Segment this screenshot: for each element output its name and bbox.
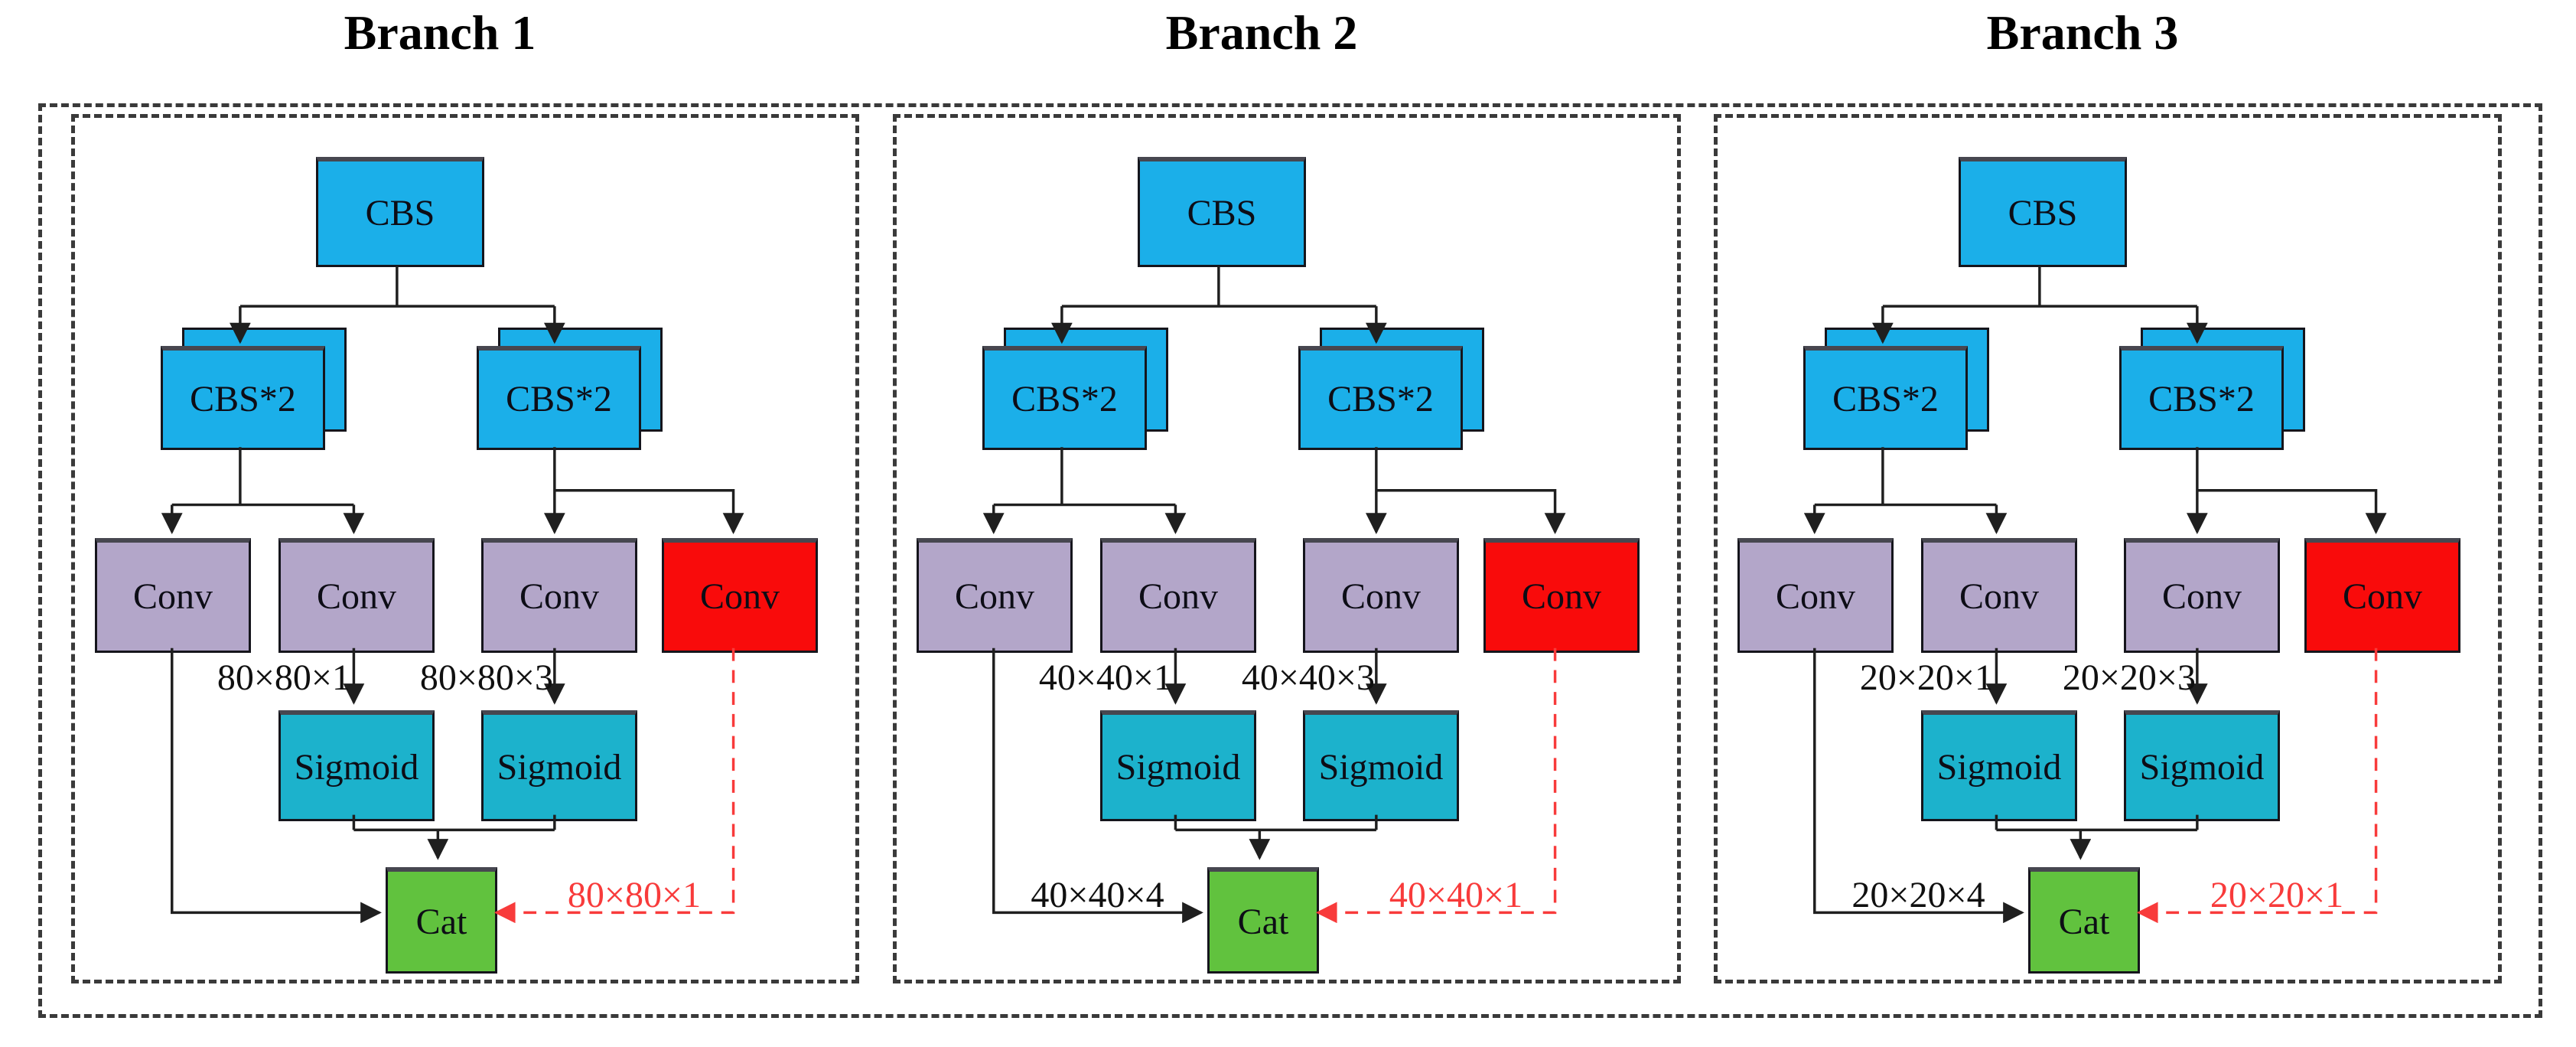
sigmoid-node: Sigmoid xyxy=(1100,710,1256,821)
conv-node: Conv xyxy=(917,538,1073,653)
dim-label-mid-left: 20×20×1 xyxy=(1859,657,1993,698)
branch-1-title: Branch 1 xyxy=(344,5,536,60)
dim-label-cat-right: 40×40×1 xyxy=(1389,875,1523,915)
cat-node: Cat xyxy=(1207,867,1319,974)
conv-red-node: Conv xyxy=(2304,538,2460,653)
cbs2-left-node: CBS*2 xyxy=(1803,346,1968,450)
branch-2-title: Branch 2 xyxy=(1165,5,1358,60)
branch-3-title: Branch 3 xyxy=(1986,5,2179,60)
conv-node: Conv xyxy=(1303,538,1459,653)
dim-label-cat-right: 20×20×1 xyxy=(2210,875,2344,915)
conv-node: Conv xyxy=(1921,538,2077,653)
cbs2-right-node: CBS*2 xyxy=(1298,346,1463,450)
cbs-node: CBS xyxy=(1138,157,1306,267)
cbs2-right-node: CBS*2 xyxy=(477,346,641,450)
conv-node: Conv xyxy=(95,538,251,653)
conv-node: Conv xyxy=(278,538,435,653)
dim-label-mid-right: 20×20×3 xyxy=(2062,657,2196,698)
cbs-node: CBS xyxy=(316,157,484,267)
cbs2-left-node: CBS*2 xyxy=(982,346,1147,450)
branch-3-panel: CBS CBS*2 CBS*2 Conv Conv Conv Conv Sigm… xyxy=(1714,114,2502,983)
cat-node: Cat xyxy=(2028,867,2140,974)
outer-dashed-frame xyxy=(38,103,2542,1018)
sigmoid-node: Sigmoid xyxy=(2124,710,2280,821)
sigmoid-node: Sigmoid xyxy=(481,710,637,821)
conv-red-node: Conv xyxy=(1483,538,1640,653)
sigmoid-node: Sigmoid xyxy=(1303,710,1459,821)
dim-label-mid-left: 40×40×1 xyxy=(1038,657,1172,698)
sigmoid-node: Sigmoid xyxy=(1921,710,2077,821)
cbs2-right-node: CBS*2 xyxy=(2119,346,2284,450)
cbs-node: CBS xyxy=(1959,157,2127,267)
dim-label-mid-right: 40×40×3 xyxy=(1241,657,1375,698)
conv-red-node: Conv xyxy=(662,538,818,653)
dim-label-cat-left: 20×20×4 xyxy=(1851,875,1985,915)
conv-node: Conv xyxy=(1737,538,1894,653)
conv-node: Conv xyxy=(1100,538,1256,653)
branch-1-panel: CBS CBS*2 CBS*2 Conv Conv Conv Conv Sigm… xyxy=(71,114,859,983)
conv-node: Conv xyxy=(2124,538,2280,653)
dim-label-mid-right: 80×80×3 xyxy=(419,657,553,698)
dim-label-cat-right: 80×80×1 xyxy=(567,875,702,915)
conv-node: Conv xyxy=(481,538,637,653)
cbs2-left-node: CBS*2 xyxy=(161,346,325,450)
sigmoid-node: Sigmoid xyxy=(278,710,435,821)
branch-2-panel: CBS CBS*2 CBS*2 Conv Conv Conv Conv Sigm… xyxy=(893,114,1681,983)
cat-node: Cat xyxy=(386,867,497,974)
dim-label-cat-left: 40×40×4 xyxy=(1031,875,1164,915)
dim-label-mid-left: 80×80×1 xyxy=(217,657,350,698)
